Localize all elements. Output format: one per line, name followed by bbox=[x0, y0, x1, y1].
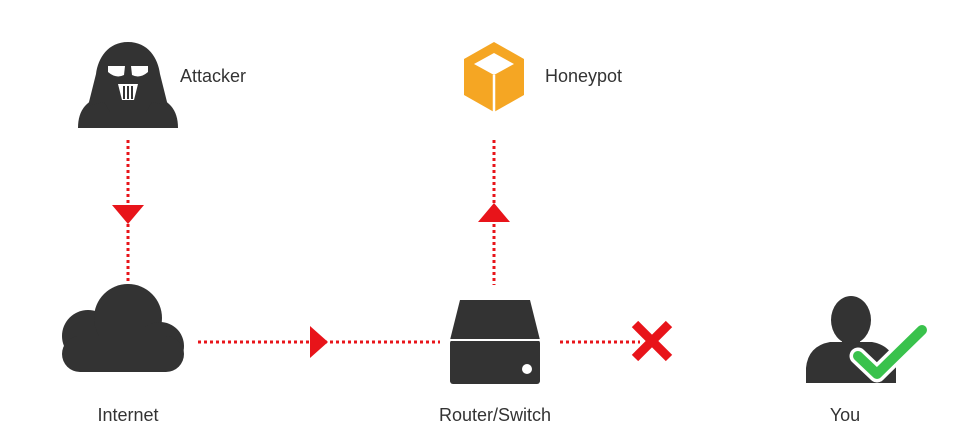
you-label: You bbox=[830, 405, 860, 425]
green-checkmark-icon bbox=[853, 325, 927, 379]
red-x-icon bbox=[631, 320, 673, 362]
server-box-icon bbox=[450, 300, 540, 384]
connectors bbox=[126, 140, 640, 344]
arrow-right-icon bbox=[310, 326, 328, 358]
vader-helmet-icon bbox=[78, 42, 178, 128]
attacker-label: Attacker bbox=[180, 66, 246, 86]
honeypot-cube-icon bbox=[464, 42, 524, 112]
honeypot-label: Honeypot bbox=[545, 66, 622, 86]
internet-label: Internet bbox=[97, 405, 158, 425]
router-label: Router/Switch bbox=[439, 405, 551, 425]
arrow-down-icon bbox=[112, 205, 144, 224]
cloud-icon bbox=[62, 284, 184, 372]
arrow-up-icon bbox=[478, 203, 510, 222]
